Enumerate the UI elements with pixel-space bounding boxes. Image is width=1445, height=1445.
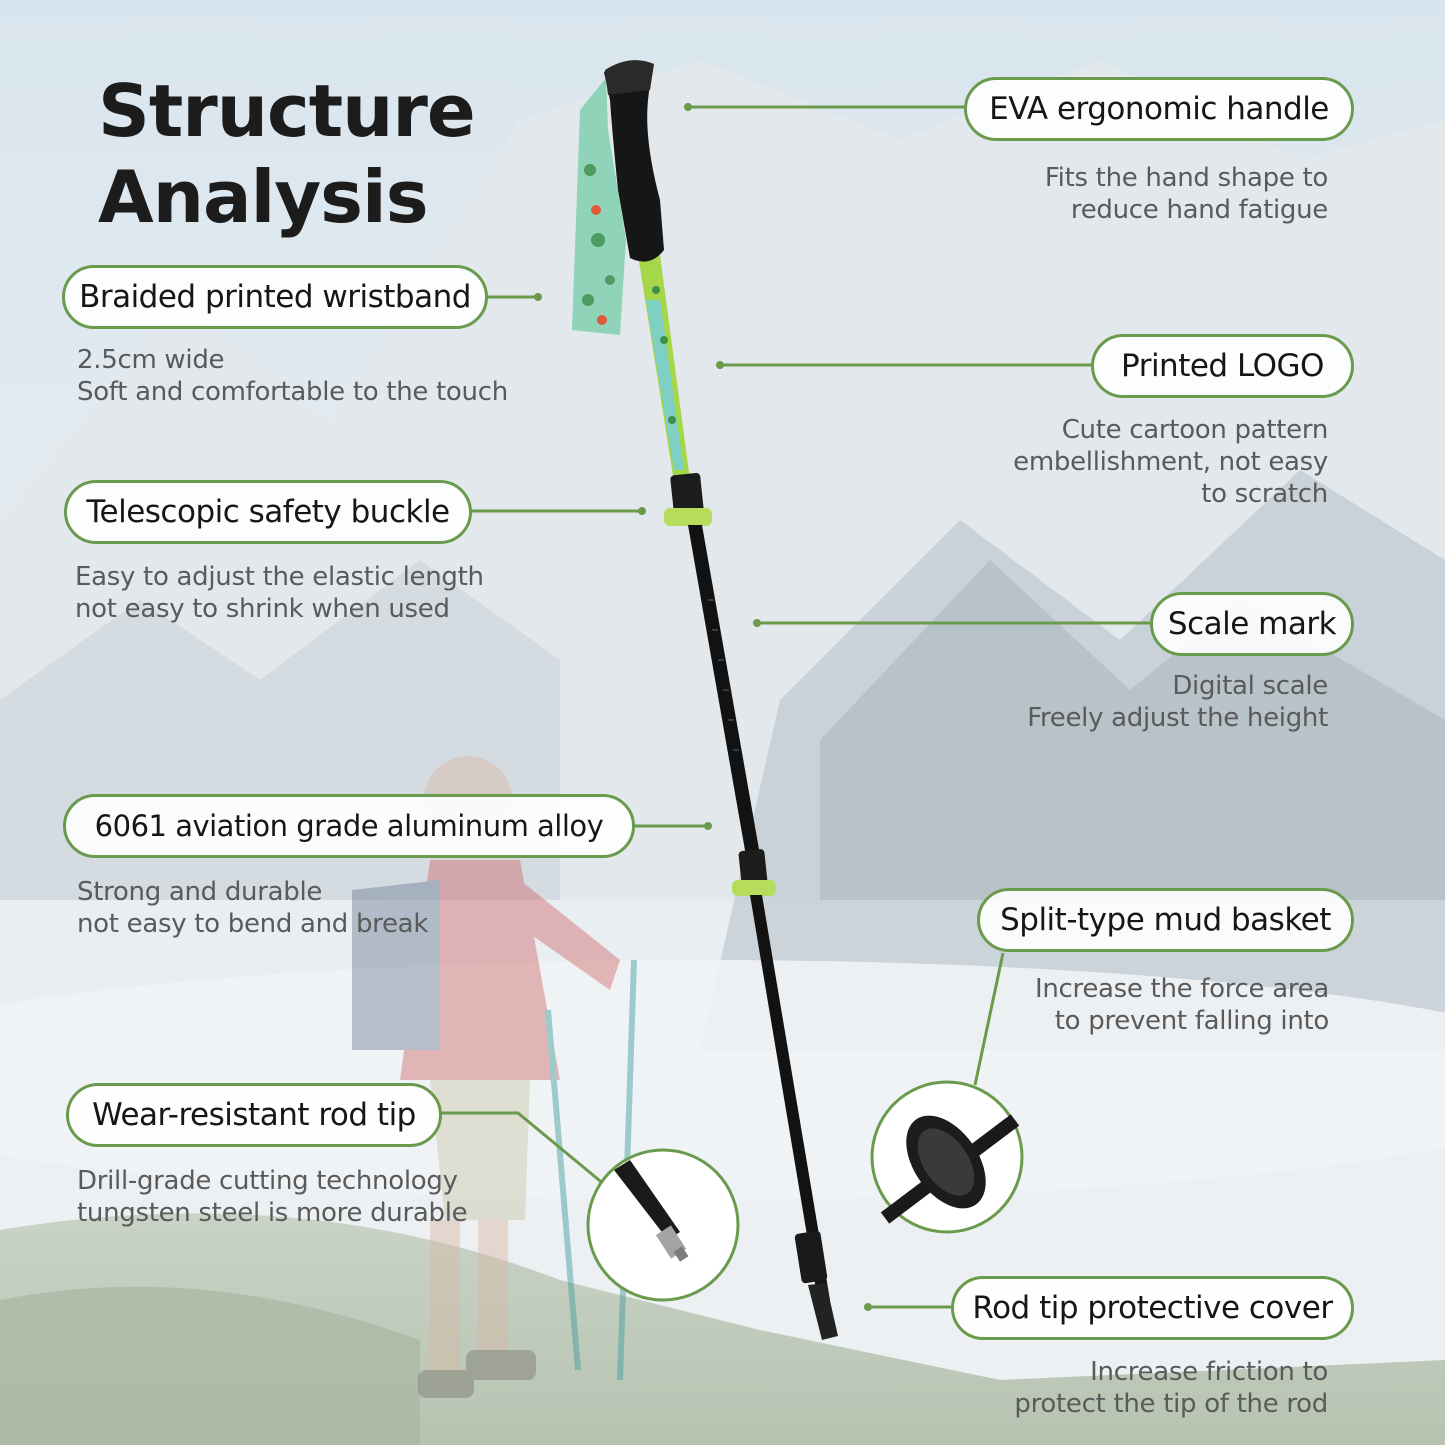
safety-buckle-top xyxy=(664,508,712,526)
desc-aluminum-alloy: Strong and durable not easy to bend and … xyxy=(77,876,428,940)
desc-line: Strong and durable xyxy=(77,877,323,907)
desc-line: Increase friction to xyxy=(1090,1357,1328,1387)
desc-tip-cover: Increase friction to protect the tip of … xyxy=(1014,1356,1328,1420)
title-line-1: Structure xyxy=(98,69,476,153)
page-title: Structure Analysis xyxy=(98,68,476,240)
desc-wristband: 2.5cm wide Soft and comfortable to the t… xyxy=(77,344,508,408)
desc-line: reduce hand fatigue xyxy=(1070,195,1328,225)
rod-tip-detail xyxy=(586,1148,740,1302)
rod-tip-cover xyxy=(808,1283,838,1340)
desc-line: to scratch xyxy=(1201,479,1328,509)
label-eva-handle: EVA ergonomic handle xyxy=(964,77,1354,141)
desc-mud-basket: Increase the force area to prevent falli… xyxy=(1035,973,1329,1037)
desc-eva-handle: Fits the hand shape to reduce hand fatig… xyxy=(1045,162,1328,226)
desc-line: Fits the hand shape to xyxy=(1044,163,1328,193)
label-tip-cover: Rod tip protective cover xyxy=(951,1276,1354,1340)
safety-buckle-bottom xyxy=(732,880,776,896)
label-rod-tip: Wear-resistant rod tip xyxy=(66,1083,442,1147)
mud-basket-detail xyxy=(870,1080,1024,1234)
desc-line: protect the tip of the rod xyxy=(1014,1389,1328,1419)
desc-line: tungsten steel is more durable xyxy=(77,1198,468,1228)
lower-shaft xyxy=(750,895,830,1301)
desc-line: to prevent falling into xyxy=(1054,1006,1330,1036)
desc-line: Soft and comfortable to the touch xyxy=(77,377,508,407)
label-safety-buckle: Telescopic safety buckle xyxy=(64,480,472,544)
label-mud-basket: Split-type mud basket xyxy=(977,888,1354,952)
desc-line: Freely adjust the height xyxy=(1027,703,1328,733)
desc-rod-tip: Drill-grade cutting technology tungsten … xyxy=(77,1165,468,1229)
desc-line: Drill-grade cutting technology xyxy=(77,1166,458,1196)
desc-line: not easy to bend and break xyxy=(77,909,429,939)
desc-line: 2.5cm wide xyxy=(77,345,225,375)
desc-line: Digital scale xyxy=(1172,671,1328,701)
desc-safety-buckle: Easy to adjust the elastic length not ea… xyxy=(75,561,484,625)
hiker-figure xyxy=(352,756,637,1398)
desc-line: Increase the force area xyxy=(1034,974,1329,1004)
desc-line: Easy to adjust the elastic length xyxy=(75,562,484,592)
desc-line: embellishment, not easy xyxy=(1013,447,1328,477)
desc-line: not easy to shrink when used xyxy=(75,594,450,624)
desc-scale-mark: Digital scale Freely adjust the height xyxy=(1027,670,1328,734)
desc-line: Cute cartoon pattern xyxy=(1061,415,1329,445)
label-scale-mark: Scale mark xyxy=(1150,592,1354,656)
label-aluminum-alloy: 6061 aviation grade aluminum alloy xyxy=(63,794,635,858)
label-printed-logo: Printed LOGO xyxy=(1091,334,1354,398)
title-line-2: Analysis xyxy=(98,155,429,239)
desc-printed-logo: Cute cartoon pattern embellishment, not … xyxy=(1013,414,1328,510)
eva-handle xyxy=(604,63,664,262)
label-wristband: Braided printed wristband xyxy=(62,265,488,329)
